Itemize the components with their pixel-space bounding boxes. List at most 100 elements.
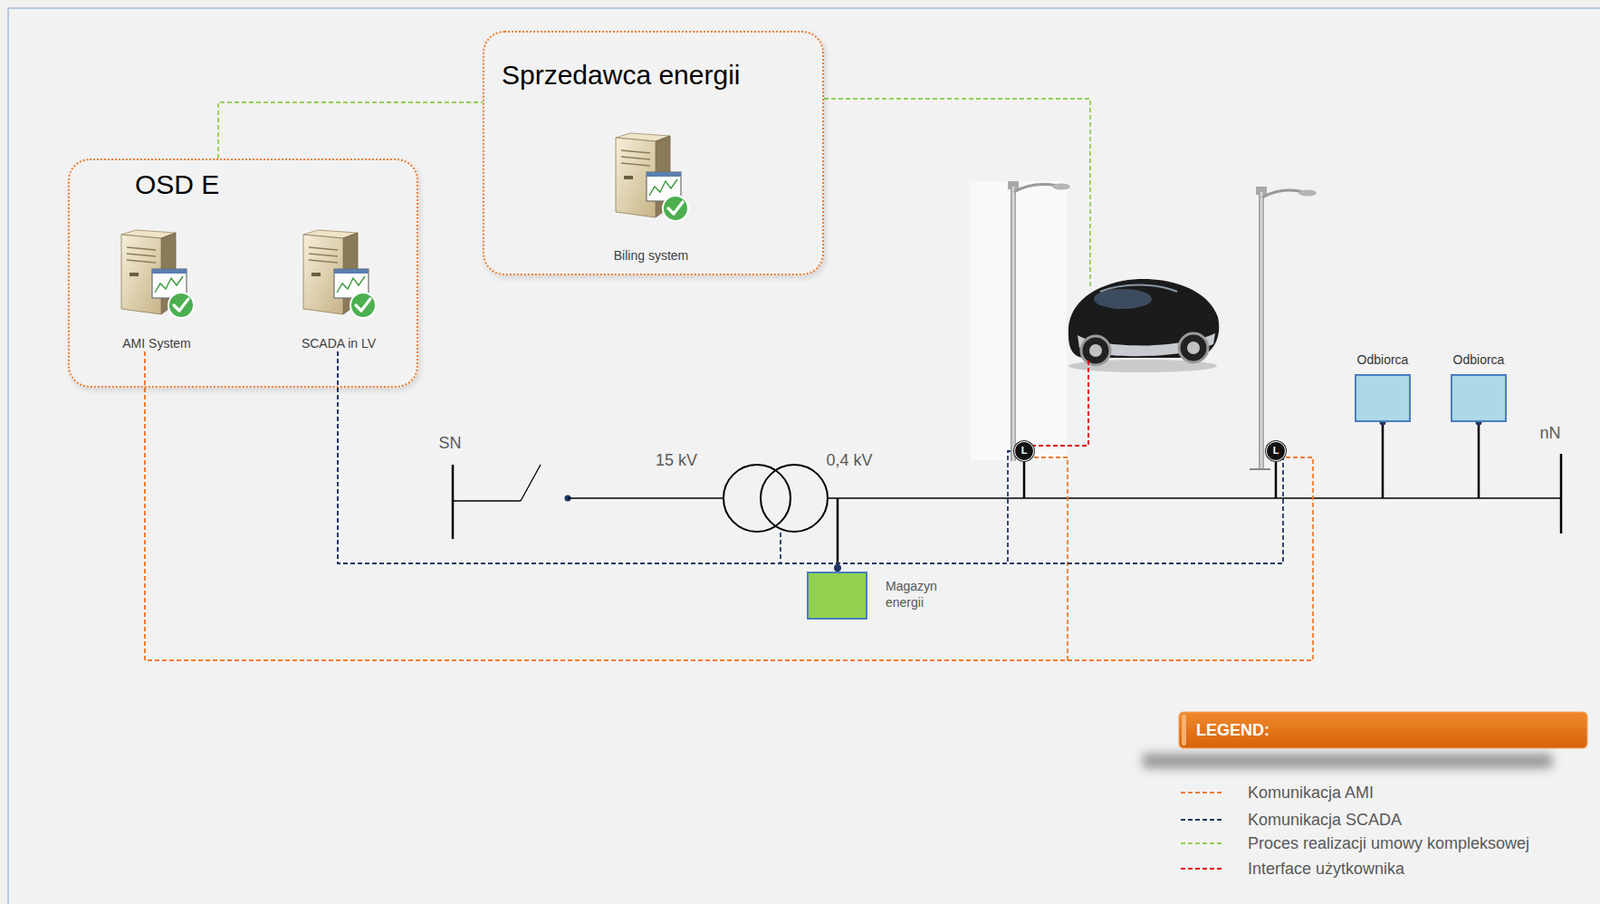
- switch-lead: [452, 499, 521, 501]
- region-title: OSD E: [134, 169, 220, 200]
- meter-circle: L: [1014, 440, 1035, 461]
- car-window: [1093, 288, 1152, 309]
- consumer-feeder: [1381, 421, 1385, 499]
- page-frame: [8, 8, 1600, 904]
- mv-line: [567, 497, 724, 499]
- server-icon: [303, 229, 376, 318]
- legend-text: Proces realizacji umowy kompleksowej: [1247, 833, 1530, 853]
- scada-connector: [337, 351, 1015, 564]
- region-title: Sprzedawca energii: [501, 59, 740, 90]
- car-hub: [1187, 341, 1200, 355]
- page-frame: [8, 8, 1600, 904]
- server-icon: [610, 132, 692, 225]
- transformer-winding: [760, 464, 828, 532]
- legend-title: LEGEND:: [1196, 721, 1270, 740]
- legend-sample: [1180, 816, 1222, 823]
- lamp-arm: [1014, 184, 1058, 192]
- voltage-label: 0,4 kV: [825, 451, 872, 470]
- user-interface-link: [1033, 360, 1089, 446]
- lamp-pole: [1258, 191, 1265, 470]
- system-region: OSD E AMI System SCADA in LV: [67, 158, 419, 388]
- car-highlight: [1100, 285, 1178, 293]
- server-icon: [297, 229, 380, 322]
- busbar-sn: [451, 464, 455, 539]
- server-icon: [615, 133, 689, 221]
- lamp-arm: [1262, 190, 1304, 198]
- meter-letter: L: [1021, 444, 1028, 456]
- legend-row: Komunikacja SCADA: [1180, 809, 1402, 830]
- legend-bar: [1178, 711, 1588, 748]
- ami-connector: [144, 351, 1313, 661]
- legend-sample: [1180, 791, 1222, 794]
- car-hub: [1089, 344, 1102, 357]
- legend-row: Interface użytkownika: [1180, 858, 1405, 879]
- legend-sample: [1180, 865, 1222, 872]
- legend-sample: [1180, 867, 1222, 870]
- lamp-base: [1249, 468, 1271, 470]
- ami-connector: [144, 351, 1068, 661]
- busbar-sn: [452, 419, 1562, 573]
- consumer-box: [1450, 373, 1507, 422]
- transformer-winding: [723, 464, 791, 532]
- server-node: SCADA in LV: [266, 229, 412, 352]
- storage-feeder: [836, 498, 840, 572]
- consumer-label: Odbiorca: [1453, 352, 1505, 368]
- server-label: Biling system: [613, 248, 689, 264]
- storage-label: Magazyn energii: [885, 578, 949, 611]
- lamp-feeder: [1023, 460, 1026, 499]
- contract-connector: [218, 102, 483, 159]
- system-region: Sprzedawca energiiBiling system: [482, 30, 824, 276]
- lamp-pole: [1010, 186, 1016, 461]
- contract-link: [823, 98, 1091, 287]
- storage-box: Magazyn energii: [806, 571, 868, 620]
- legend-text: Komunikacja AMI: [1247, 783, 1374, 803]
- server-icon: [121, 229, 194, 318]
- legend-bar: [1142, 711, 1588, 768]
- consumer-label: Odbiorca: [1357, 352, 1409, 368]
- scada-stub: [779, 532, 782, 564]
- legend-bar-edge: [1181, 714, 1187, 746]
- legend-text: Komunikacja SCADA: [1247, 810, 1402, 830]
- server-label: AMI System: [122, 335, 191, 352]
- contract-link: [823, 98, 1091, 287]
- busbar-nn: [1560, 453, 1563, 534]
- legend-row: Komunikacja AMI: [1180, 782, 1374, 803]
- legend-text: Interface użytkownika: [1247, 859, 1405, 879]
- server-node: AMI System: [75, 229, 239, 352]
- consumer-node: Odbiorca: [1437, 351, 1520, 422]
- legend-row: Proces realizacji umowy kompleksowej: [1180, 833, 1530, 853]
- scada-connector: [337, 351, 838, 572]
- legend-sample: [1180, 818, 1222, 821]
- legend-sample: [1180, 842, 1222, 844]
- scada-stub: [780, 532, 782, 564]
- lv-line: [827, 497, 1562, 499]
- lamp-head: [1052, 183, 1071, 191]
- meter-circle: L: [1265, 440, 1286, 461]
- consumer-node: Odbiorca: [1341, 351, 1424, 422]
- meter-letter: L: [1273, 444, 1280, 456]
- lamp-backdrop: [969, 181, 1067, 460]
- voltage-label: nN: [1539, 424, 1561, 443]
- voltage-label: SN: [438, 434, 461, 453]
- server-icon: [115, 229, 198, 322]
- consumer-feeder: [1477, 421, 1481, 499]
- street-lamp: [1007, 181, 1071, 461]
- lamp-backdrop: [969, 181, 1067, 460]
- legend-sample: [1180, 840, 1222, 846]
- consumer-box: [1354, 373, 1411, 422]
- electric-car: [1068, 278, 1219, 373]
- lamp-feeder: [1274, 460, 1278, 499]
- street-lamp: [1249, 186, 1317, 470]
- legend-shadow: [1142, 753, 1553, 768]
- legend-sample: [1180, 789, 1222, 796]
- server-node: Biling system: [578, 132, 724, 264]
- server-label: SCADA in LV: [301, 335, 376, 352]
- car-wheel: [1178, 333, 1208, 363]
- scada-connector: [337, 351, 1284, 564]
- switch-blade: [520, 464, 541, 501]
- car-wheel: [1081, 335, 1111, 365]
- user-interface-link: [1033, 360, 1089, 446]
